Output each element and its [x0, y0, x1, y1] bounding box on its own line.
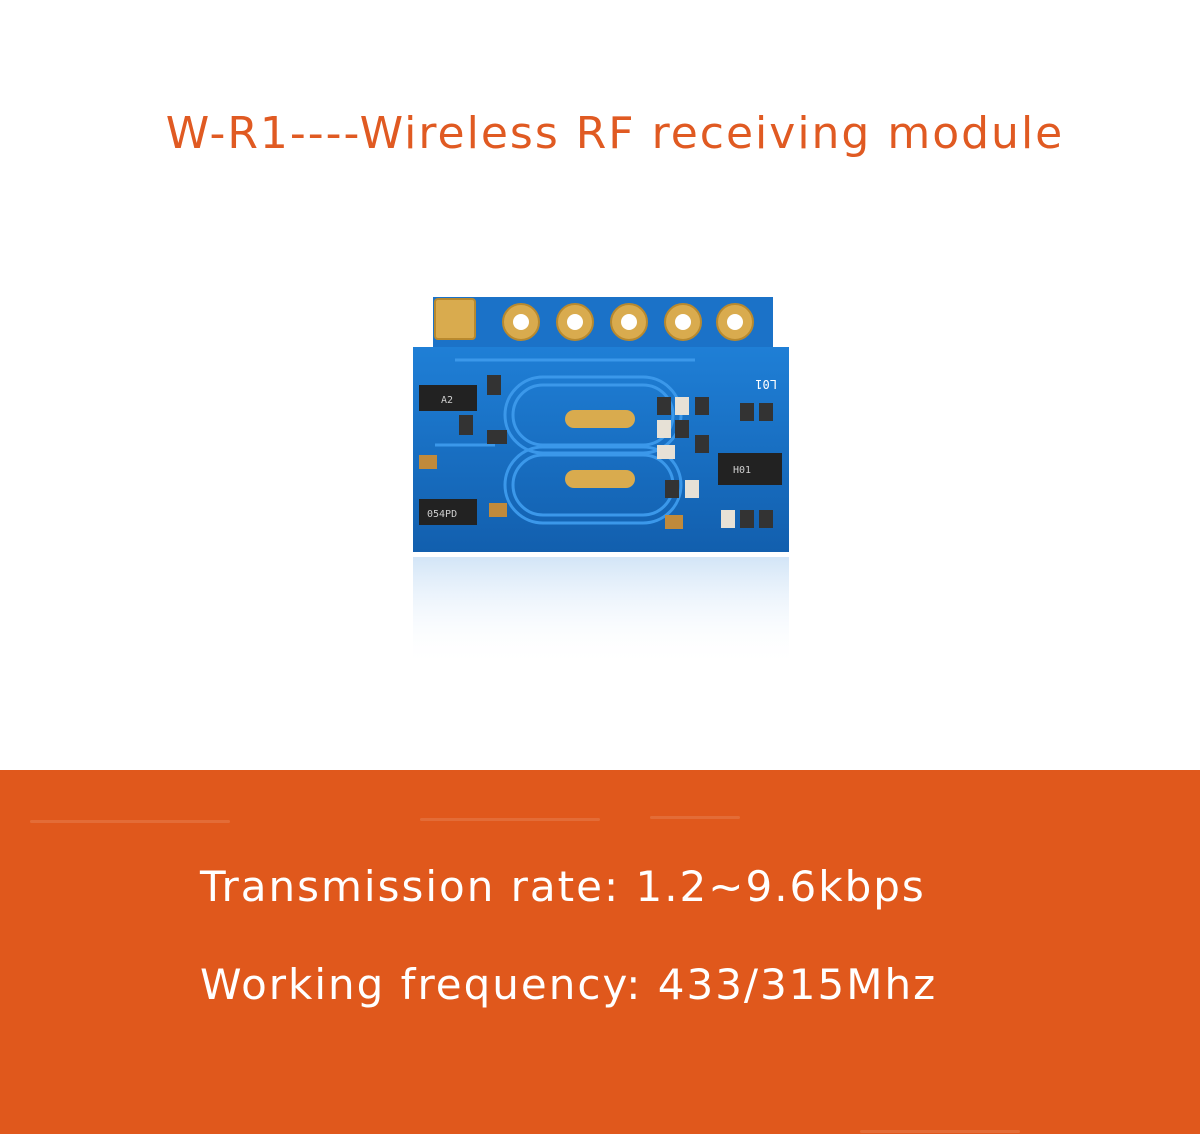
page-title: W-R1----Wireless RF receiving module: [165, 108, 1065, 159]
svg-text:A2: A2: [441, 395, 453, 406]
specs-band: [0, 770, 1200, 1134]
rf-receiver-board-image: A2 054PD H01 L01: [395, 285, 805, 685]
svg-text:L01: L01: [755, 377, 777, 391]
svg-text:054PD: 054PD: [427, 509, 457, 520]
transmission-rate-text: Transmission rate: 1.2~9.6kbps: [200, 862, 926, 911]
svg-text:H01: H01: [733, 465, 751, 476]
product-area: W-R1----Wireless RF receiving module: [165, 108, 1065, 685]
working-frequency-text: Working frequency: 433/315Mhz: [200, 960, 938, 1009]
rf-receiver-board-icon: A2 054PD H01 L01: [413, 297, 789, 667]
